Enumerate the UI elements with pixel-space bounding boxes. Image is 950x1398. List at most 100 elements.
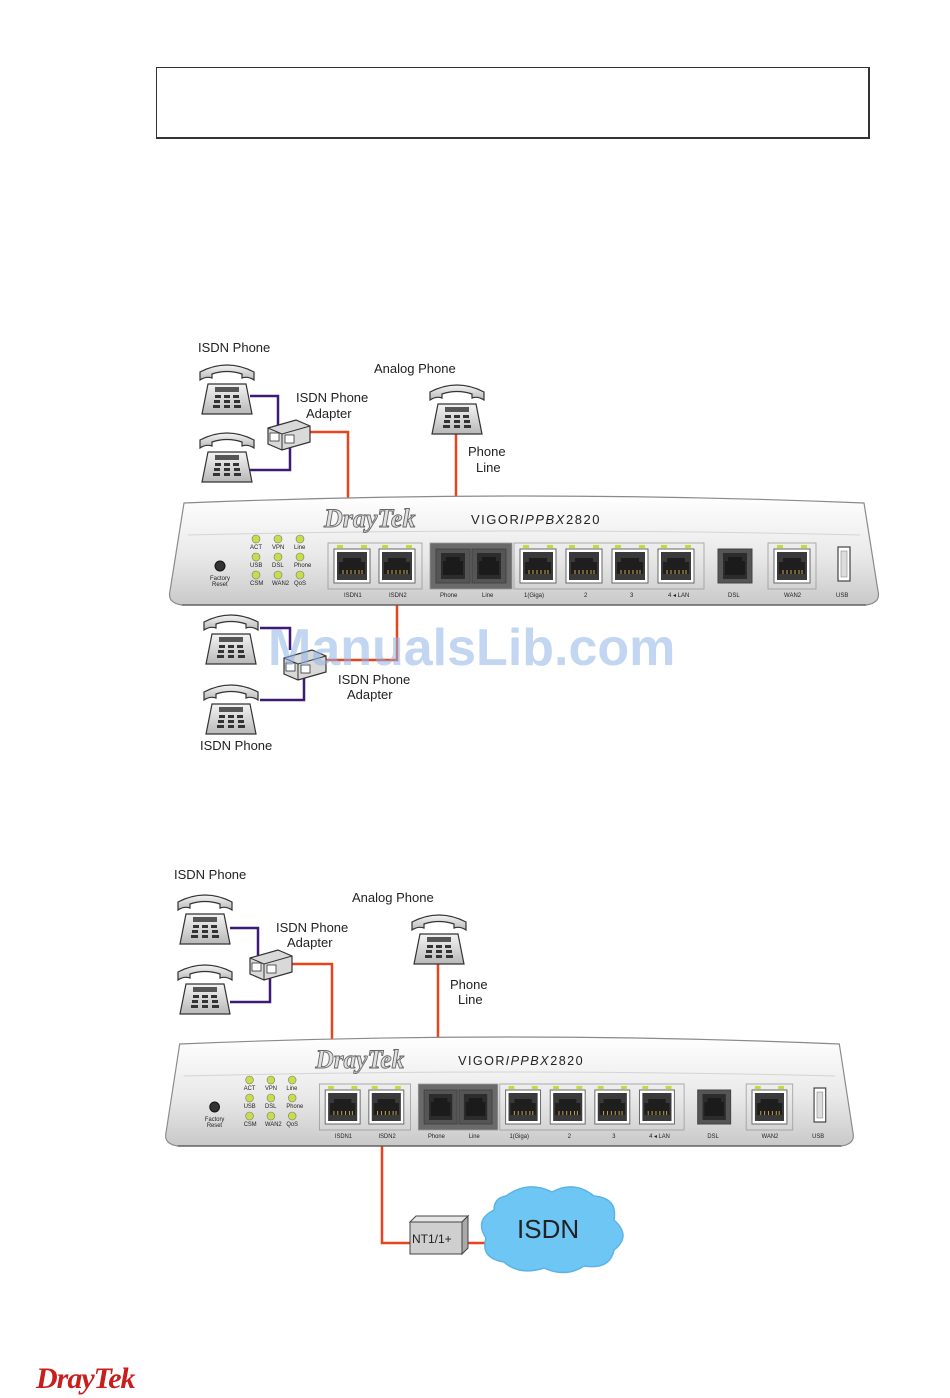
led-qos bbox=[295, 570, 305, 580]
port-2 bbox=[565, 544, 603, 584]
led-usb bbox=[245, 1093, 254, 1103]
reset-label: Reset bbox=[212, 582, 228, 588]
port-label: ISDN1 bbox=[344, 593, 362, 599]
label-isdn-phone: ISDN Phone bbox=[174, 867, 246, 882]
port-1-giga- bbox=[505, 1085, 542, 1125]
router-brand-logo: DrayTek bbox=[323, 504, 415, 533]
led-act bbox=[245, 1075, 254, 1085]
led-label: Phone bbox=[294, 563, 312, 569]
port-label: WAN2 bbox=[762, 1134, 779, 1140]
led-act bbox=[251, 534, 261, 544]
led-label: DSL bbox=[265, 1104, 277, 1110]
isdn-phone-cable bbox=[250, 394, 280, 428]
reset-label: Reset bbox=[207, 1123, 223, 1129]
isdn-phone-icon bbox=[203, 614, 259, 665]
isdn-phone-cable bbox=[260, 626, 292, 650]
port-isdn2 bbox=[368, 1085, 405, 1125]
port-1-giga- bbox=[519, 544, 557, 584]
port-label: DSL bbox=[707, 1134, 719, 1140]
label-analog-phone: Analog Phone bbox=[374, 361, 456, 376]
port-dsl bbox=[697, 1089, 732, 1125]
led-label: ACT bbox=[250, 545, 262, 551]
led-vpn bbox=[266, 1075, 276, 1085]
isdn-phone-icon bbox=[199, 364, 255, 415]
led-vpn bbox=[273, 534, 283, 544]
port-isdn2 bbox=[378, 544, 416, 584]
label-isdn-phone-top: ISDN Phone bbox=[198, 340, 270, 355]
nt-box: NT1/1+ bbox=[408, 1214, 470, 1256]
port-label: Line bbox=[482, 593, 494, 599]
port-label: Phone bbox=[440, 593, 458, 599]
port-label: Phone bbox=[428, 1134, 446, 1140]
port-wan2 bbox=[773, 544, 811, 584]
analog-phone-icon bbox=[429, 384, 485, 435]
note-box bbox=[156, 67, 870, 139]
port-line bbox=[458, 1089, 493, 1125]
isdn2-to-nt-cable bbox=[380, 1104, 412, 1245]
label-isdn-adapter-1: ISDN Phone bbox=[276, 920, 348, 935]
led-dsl bbox=[266, 1093, 276, 1103]
port-2 bbox=[549, 1085, 586, 1125]
model-number: 2820 bbox=[566, 512, 601, 527]
port-label: USB bbox=[812, 1134, 824, 1140]
led-label: VPN bbox=[272, 545, 284, 551]
label-phone-line-2: Line bbox=[476, 460, 501, 475]
port-label: 1(Giga) bbox=[524, 593, 544, 599]
led-label: Line bbox=[294, 545, 306, 551]
port-isdn1 bbox=[324, 1085, 361, 1125]
model-number: 2820 bbox=[550, 1053, 584, 1068]
factory-label: Factory bbox=[205, 1117, 224, 1123]
led-label: QoS bbox=[294, 581, 306, 587]
led-dsl bbox=[273, 552, 283, 562]
isdn-cloud-label: ISDN bbox=[517, 1214, 579, 1244]
label-analog-phone: Analog Phone bbox=[352, 890, 434, 905]
led-phone bbox=[295, 552, 305, 562]
model-italic: IPPBX bbox=[506, 1053, 550, 1068]
led-label: QoS bbox=[286, 1122, 298, 1128]
led-qos bbox=[288, 1111, 297, 1121]
nt-label: NT1/1+ bbox=[412, 1232, 452, 1246]
factory-label: Factory bbox=[210, 576, 230, 582]
isdn-phone-icon bbox=[199, 432, 255, 483]
port-3 bbox=[611, 544, 649, 584]
led-label: WAN2 bbox=[272, 581, 290, 587]
port-label: 3 bbox=[630, 593, 634, 599]
led-line bbox=[288, 1075, 297, 1085]
label-isdn-adapter-top-1: ISDN Phone bbox=[296, 390, 368, 405]
footer-logo: DrayTek bbox=[36, 1362, 136, 1395]
isdn-phone-cable bbox=[230, 926, 260, 958]
led-wan2 bbox=[266, 1111, 276, 1121]
model-prefix: VIGOR bbox=[458, 1053, 506, 1068]
isdn-phone-icon bbox=[177, 964, 233, 1015]
led-label: Line bbox=[286, 1086, 298, 1092]
factory-reset-button bbox=[209, 1101, 220, 1113]
led-label: VPN bbox=[265, 1086, 277, 1092]
label-phone-line-1: Phone bbox=[468, 444, 506, 459]
port-isdn1 bbox=[333, 544, 371, 584]
led-label: CSM bbox=[250, 581, 263, 587]
led-label: ACT bbox=[244, 1086, 256, 1092]
led-label: Phone bbox=[286, 1104, 304, 1110]
model-italic: IPPBX bbox=[520, 512, 566, 527]
port-label: WAN2 bbox=[784, 593, 802, 599]
port-label: DSL bbox=[728, 593, 740, 599]
label-isdn-adapter-bottom-1: ISDN Phone bbox=[338, 672, 410, 687]
label-phone-line-2: Line bbox=[458, 992, 483, 1007]
isdn-adapter-icon bbox=[267, 419, 311, 451]
port-4-lan bbox=[657, 544, 695, 584]
port-4-lan bbox=[638, 1085, 675, 1125]
led-label: USB bbox=[250, 563, 262, 569]
port-label: 2 bbox=[568, 1134, 571, 1140]
led-wan2 bbox=[273, 570, 283, 580]
led-line bbox=[295, 534, 305, 544]
isdn-phone-cable bbox=[250, 446, 292, 472]
port-label: 3 bbox=[612, 1134, 616, 1140]
label-phone-line-1: Phone bbox=[450, 977, 488, 992]
label-isdn-adapter-bottom-2: Adapter bbox=[347, 687, 393, 702]
port-label: ISDN2 bbox=[379, 1134, 396, 1140]
label-isdn-adapter-2: Adapter bbox=[287, 935, 333, 950]
isdn-phone-icon bbox=[203, 684, 259, 735]
isdn-adapter-icon bbox=[249, 949, 293, 981]
